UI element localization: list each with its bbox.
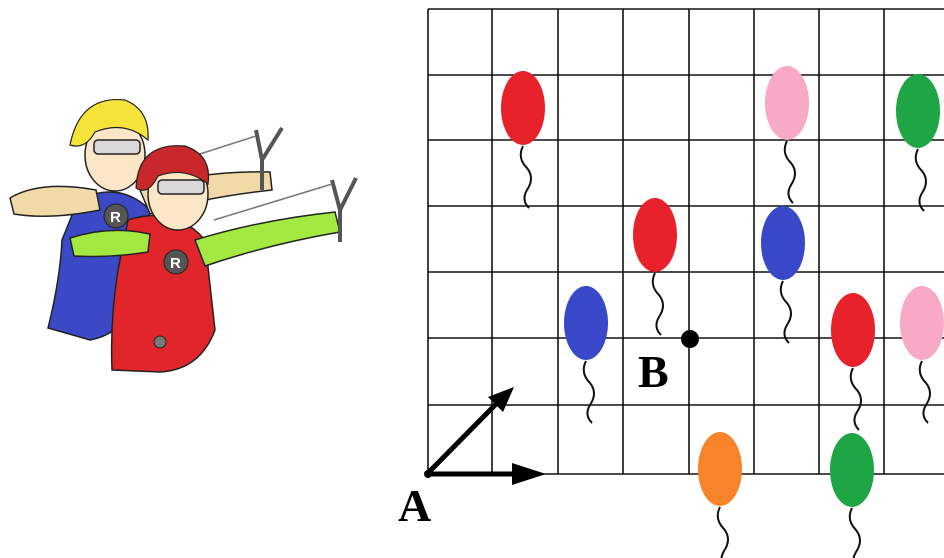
balloon-blue — [564, 286, 608, 424]
diagonal-arrow — [425, 397, 503, 476]
hero-red-slingshot — [330, 177, 358, 242]
hero-red-hair — [135, 145, 210, 191]
hero-blue-emblem-letter: R — [110, 209, 121, 226]
balloon-orange — [698, 432, 742, 558]
balloon-body — [698, 432, 742, 506]
balloon-string — [848, 507, 861, 558]
balloon-body — [831, 293, 875, 367]
label-a: A — [398, 480, 431, 531]
balloon-string — [914, 148, 927, 212]
balloon-string — [918, 360, 931, 424]
balloon-body — [633, 198, 677, 272]
hero-red-emblem-letter: R — [170, 255, 181, 272]
point-a — [424, 470, 432, 478]
balloon-body — [761, 206, 805, 280]
hero-blue-hair — [69, 98, 149, 147]
balloon-body — [900, 286, 944, 360]
hero-red-front-arm — [194, 211, 341, 267]
balloon-string — [779, 280, 792, 344]
balloon-pink — [900, 286, 944, 424]
balloon-green — [830, 433, 874, 558]
hero-red-belt — [153, 335, 167, 349]
diagonal-arrow-head — [488, 387, 514, 412]
balloon-string — [519, 145, 532, 209]
label-b: B — [638, 346, 669, 397]
balloon-string — [582, 360, 595, 424]
point-b — [681, 330, 699, 348]
heroes-illustration: R R — [9, 98, 358, 373]
balloon-string — [849, 367, 862, 431]
balloon-red — [501, 71, 545, 209]
hero-red-glasses — [157, 179, 205, 195]
hero-blue-slingshot — [254, 126, 284, 190]
hero-blue-emblem — [103, 203, 129, 229]
balloon-body — [501, 71, 545, 145]
vectors — [425, 387, 546, 485]
balloon-pink — [765, 66, 809, 204]
balloon-green — [896, 74, 940, 212]
balloon-body — [564, 286, 608, 360]
balloons — [501, 66, 944, 558]
hero-blue-glasses — [93, 139, 141, 155]
hero-red-back-arm — [69, 229, 151, 258]
balloon-blue — [761, 206, 805, 344]
hero-red-emblem — [163, 249, 189, 275]
hero-blue-back-arm — [9, 185, 101, 217]
balloon-string — [716, 506, 729, 558]
balloon-body — [896, 74, 940, 148]
balloon-string — [783, 140, 796, 204]
hero-red-band — [213, 183, 333, 221]
balloon-red — [831, 293, 875, 431]
balloon-string — [651, 272, 664, 336]
balloon-body — [765, 66, 809, 140]
horizontal-arrow-head — [512, 463, 546, 485]
balloon-body — [830, 433, 874, 507]
hero-red: R — [69, 145, 358, 373]
balloon-red — [633, 198, 677, 336]
